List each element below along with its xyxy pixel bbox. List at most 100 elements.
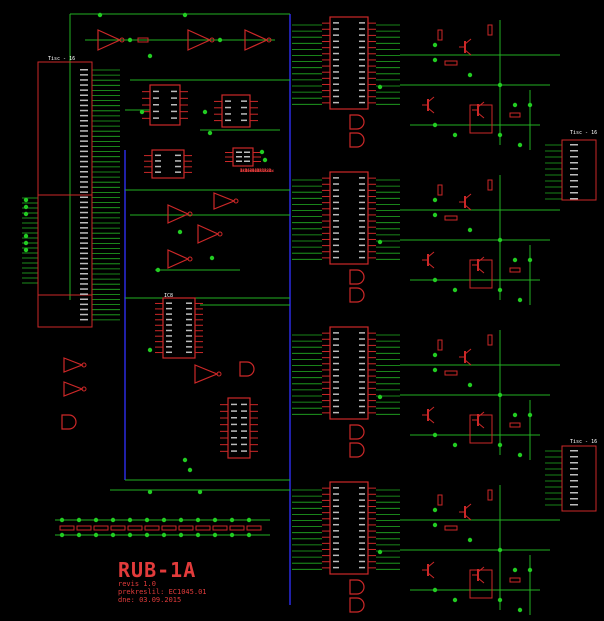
pin-text-mark [80, 262, 88, 265]
pin-text-mark [80, 257, 88, 260]
ic-chip [329, 16, 369, 110]
author-text: prekreslil: EC1045.01 [118, 588, 207, 596]
pin-text-mark [570, 156, 578, 158]
pin-text-mark [333, 368, 339, 371]
buffer-gate [63, 357, 84, 373]
pin-text-mark [359, 566, 365, 569]
pin-text-mark [359, 554, 365, 557]
pin-text-mark [166, 340, 172, 343]
pin-text-mark [359, 411, 365, 414]
pin-text-mark [80, 201, 88, 204]
pin-text-mark [359, 517, 365, 520]
pin-text-mark [333, 22, 339, 24]
junction-dot [147, 347, 153, 353]
junction-dot [197, 489, 203, 495]
pin-text-mark [570, 174, 578, 176]
pin-text-mark [231, 450, 237, 452]
junction-dot [110, 532, 116, 538]
pin-text-mark [333, 256, 339, 259]
pin-text-mark [80, 303, 88, 306]
junction-dot [432, 522, 438, 528]
pin-text-mark [80, 114, 88, 117]
pin-text-mark [333, 399, 339, 402]
junction-dot [212, 517, 218, 523]
pin-text-mark [333, 101, 339, 104]
pin-text-mark [333, 487, 339, 489]
resistor [437, 184, 443, 196]
pin-text-mark [333, 387, 339, 389]
junction-dot [23, 204, 29, 210]
pin-text-mark [333, 28, 339, 30]
pin-text-mark [166, 351, 172, 354]
pin-text-mark [80, 318, 88, 321]
resistor [444, 525, 458, 531]
junction-dot [23, 240, 29, 246]
resistor [437, 494, 443, 506]
pin-text-mark [241, 423, 247, 426]
resistor [137, 37, 149, 43]
pin-text-mark [153, 97, 159, 99]
pin-text-mark [241, 417, 247, 419]
pin-text-mark [186, 329, 192, 332]
junction-dot [527, 257, 533, 263]
resistor [487, 334, 493, 346]
and-gate [349, 269, 365, 285]
junction-dot [527, 412, 533, 418]
transistor-lead [427, 406, 435, 413]
pin-text-mark [171, 117, 177, 119]
relay-box [469, 104, 493, 134]
buffer-gate [187, 29, 212, 51]
resistor [509, 112, 521, 118]
pin-text-mark [359, 536, 365, 538]
pin-text-mark [80, 232, 88, 234]
resistor [161, 525, 177, 531]
pin-text-mark [80, 293, 88, 295]
junction-dot [195, 517, 201, 523]
pin-text-mark [359, 28, 365, 30]
pin-text-mark [80, 145, 88, 147]
pin-text-mark [166, 329, 172, 332]
pin-text-mark [333, 46, 339, 49]
junction-dot [512, 102, 518, 108]
junction-dot [262, 157, 268, 163]
pin-text-mark [359, 256, 365, 259]
pin-text-mark [333, 183, 339, 185]
pin-text-mark [333, 536, 339, 538]
inverter-bubble [209, 37, 215, 43]
pin-text-mark [333, 213, 339, 216]
pin-text-mark [570, 192, 578, 194]
junction-dot [59, 532, 65, 538]
junction-dot [127, 517, 133, 523]
junction-dot [178, 517, 184, 523]
pin-text-mark [570, 186, 578, 188]
connector-right-top [561, 139, 597, 201]
resistor [76, 525, 92, 531]
pin-text-mark [333, 405, 339, 408]
pin-text-mark [333, 77, 339, 79]
junction-dot [432, 277, 438, 283]
pin-text-mark [80, 120, 88, 122]
pin-text-mark [80, 171, 88, 173]
pin-text-mark [241, 119, 247, 122]
pin-text-mark [175, 165, 181, 168]
date-text: dne: 03.09.2015 [118, 596, 182, 604]
junction-dot [497, 547, 503, 553]
inverter-bubble [233, 198, 239, 204]
pin-text-mark [241, 410, 247, 412]
inverter-bubble [119, 37, 125, 43]
pin-text-mark [333, 201, 339, 204]
and-gate [239, 361, 255, 377]
junction-dot [147, 53, 153, 59]
junction-dot [432, 352, 438, 358]
pin-text-mark [225, 113, 231, 115]
resistor [509, 577, 521, 583]
junction-dot [432, 507, 438, 513]
pin-text-mark [225, 106, 231, 109]
pin-text-mark [175, 171, 181, 173]
junction-dot [161, 517, 167, 523]
junction-dot [139, 109, 145, 115]
pin-text-mark [359, 530, 365, 532]
pin-text-mark [333, 560, 339, 563]
pin-text-mark [236, 151, 242, 153]
transistor-lead [427, 417, 435, 424]
